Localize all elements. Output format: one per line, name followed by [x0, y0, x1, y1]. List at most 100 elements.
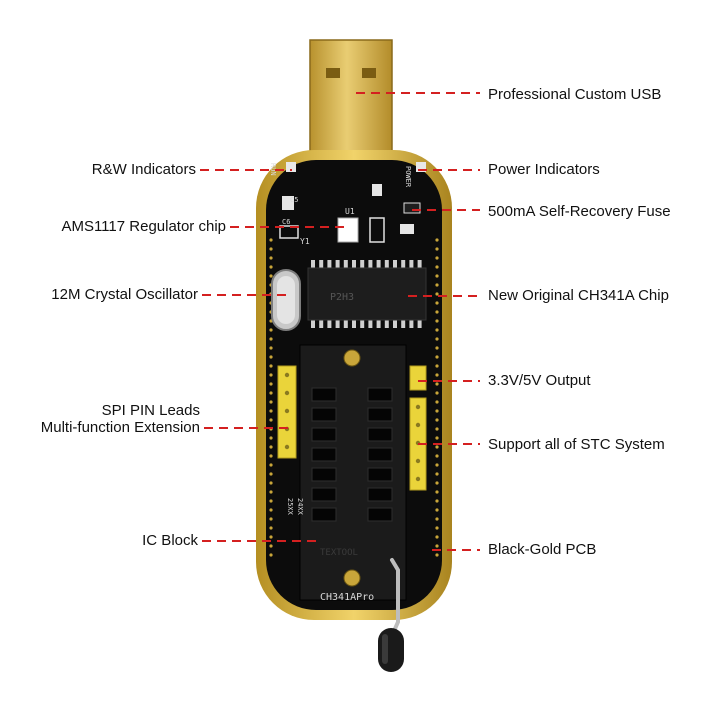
socket-slot: [367, 487, 393, 502]
edge-via: [435, 400, 439, 404]
zif-lever: [378, 558, 404, 672]
ams1117-regulator: [337, 217, 359, 243]
header-pin: [284, 408, 290, 414]
label-fuse: 500mA Self-Recovery Fuse: [488, 203, 671, 220]
edge-via: [435, 472, 439, 476]
silk-power: POWER: [404, 166, 412, 188]
edge-via: [435, 445, 439, 449]
edge-via: [435, 427, 439, 431]
edge-via: [435, 544, 439, 548]
silk-y1: Y1: [300, 237, 310, 246]
chip-pin: [368, 260, 373, 269]
smd-part: [282, 196, 294, 210]
chip-pin: [417, 260, 422, 269]
power-led: [416, 162, 426, 172]
socket-slot: [311, 447, 337, 462]
socket-slot: [367, 447, 393, 462]
chip-pin: [384, 319, 389, 328]
header-pin: [415, 476, 421, 482]
pcb-edge-vias: [269, 238, 439, 557]
chip-pin: [343, 319, 348, 328]
chip-pin: [384, 260, 389, 269]
socket-slot: [311, 387, 337, 402]
smd-part: [372, 184, 382, 196]
edge-via: [435, 508, 439, 512]
header-pin: [415, 422, 421, 428]
edge-via: [269, 535, 273, 539]
socket-slot: [367, 387, 393, 402]
edge-via: [269, 463, 273, 467]
socket-slot: [311, 507, 337, 522]
edge-via: [269, 364, 273, 368]
zif-marking: TEXTOOL: [320, 548, 358, 558]
label-multi-function: Multi-function Extension: [40, 419, 200, 436]
edge-via: [435, 247, 439, 251]
chip-pin: [393, 319, 397, 328]
chip-pin: [327, 260, 332, 269]
smd-outline: [279, 225, 299, 239]
chip-pin: [368, 319, 373, 328]
edge-via: [269, 256, 273, 260]
edge-via: [269, 274, 273, 278]
edge-via: [435, 490, 439, 494]
socket-slot: [367, 507, 393, 522]
edge-via: [435, 526, 439, 530]
edge-via: [435, 373, 439, 377]
chip-pin: [311, 260, 315, 269]
output-jumper-header: [409, 365, 427, 391]
edge-via: [269, 238, 273, 242]
label-ch341a: New Original CH341A Chip: [488, 287, 669, 304]
edge-via: [269, 400, 273, 404]
label-ams1117: AMS1117 Regulator chip: [61, 218, 226, 235]
edge-via: [435, 553, 439, 557]
edge-via: [435, 382, 439, 386]
edge-via: [269, 508, 273, 512]
edge-via: [435, 409, 439, 413]
lever-knob: [378, 628, 404, 672]
edge-via: [269, 418, 273, 422]
socket-slot: [367, 407, 393, 422]
chip-marking: P2H3: [330, 292, 354, 303]
socket-screw: [343, 349, 361, 367]
edge-via: [269, 355, 273, 359]
edge-via: [269, 337, 273, 341]
edge-via: [435, 436, 439, 440]
silk-25xx: 25XX: [286, 498, 294, 516]
chip-pin: [360, 319, 365, 328]
edge-via: [269, 265, 273, 269]
edge-via: [435, 346, 439, 350]
usb-hole: [326, 68, 340, 78]
chip-pin: [319, 319, 324, 328]
edge-via: [435, 265, 439, 269]
chip-pin: [319, 260, 324, 269]
callout-lines: [200, 92, 480, 551]
board-name: CH341APro: [320, 592, 374, 603]
chip-pin: [352, 319, 356, 328]
chip-pin: [335, 260, 340, 269]
edge-via: [435, 355, 439, 359]
edge-via: [435, 391, 439, 395]
edge-via: [269, 247, 273, 251]
socket-slot: [311, 427, 337, 442]
edge-via: [435, 481, 439, 485]
socket-slot: [311, 407, 337, 422]
edge-via: [269, 346, 273, 350]
edge-via: [435, 328, 439, 332]
label-pcb: Black-Gold PCB: [488, 541, 597, 558]
header-pin: [415, 404, 421, 410]
edge-via: [435, 238, 439, 242]
crystal-oscillator-top: [277, 276, 295, 324]
label-spi-pin-leads: SPI PIN Leads: [101, 402, 200, 419]
chip-pin: [343, 260, 348, 269]
spi-pin-header: [277, 365, 297, 459]
edge-via: [435, 463, 439, 467]
usb-hole: [362, 68, 376, 78]
edge-via: [435, 364, 439, 368]
edge-via: [269, 553, 273, 557]
zif-socket: TEXTOOL: [299, 344, 407, 601]
chip-pin: [401, 260, 406, 269]
smd-outline: [369, 217, 385, 243]
edge-via: [269, 454, 273, 458]
